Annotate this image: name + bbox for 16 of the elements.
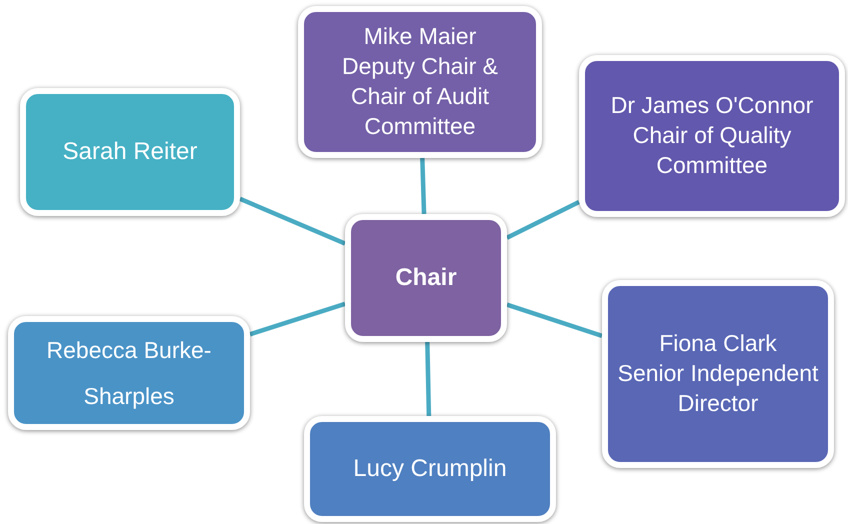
member-role: Senior Independent Director bbox=[616, 359, 820, 418]
connector-line bbox=[420, 158, 426, 214]
member-name: Dr James O'Connor bbox=[610, 91, 814, 120]
connector-line bbox=[425, 342, 432, 416]
connector-line bbox=[249, 302, 346, 336]
connector-line bbox=[239, 196, 346, 246]
connector-line bbox=[506, 302, 603, 338]
member-name: Chair bbox=[395, 263, 457, 294]
member-name: Rebecca Burke-Sharples bbox=[46, 336, 212, 411]
member-name: Lucy Crumplin bbox=[353, 454, 507, 484]
member-name: Sarah Reiter bbox=[62, 137, 198, 168]
member-name: Fiona Clark bbox=[659, 329, 777, 358]
connector-line bbox=[506, 200, 580, 240]
member-role: Deputy Chair & Chair of Audit Committee bbox=[341, 52, 499, 141]
member-role: Chair of Quality Committee bbox=[632, 121, 792, 180]
member-name: Mike Maier bbox=[364, 22, 476, 52]
